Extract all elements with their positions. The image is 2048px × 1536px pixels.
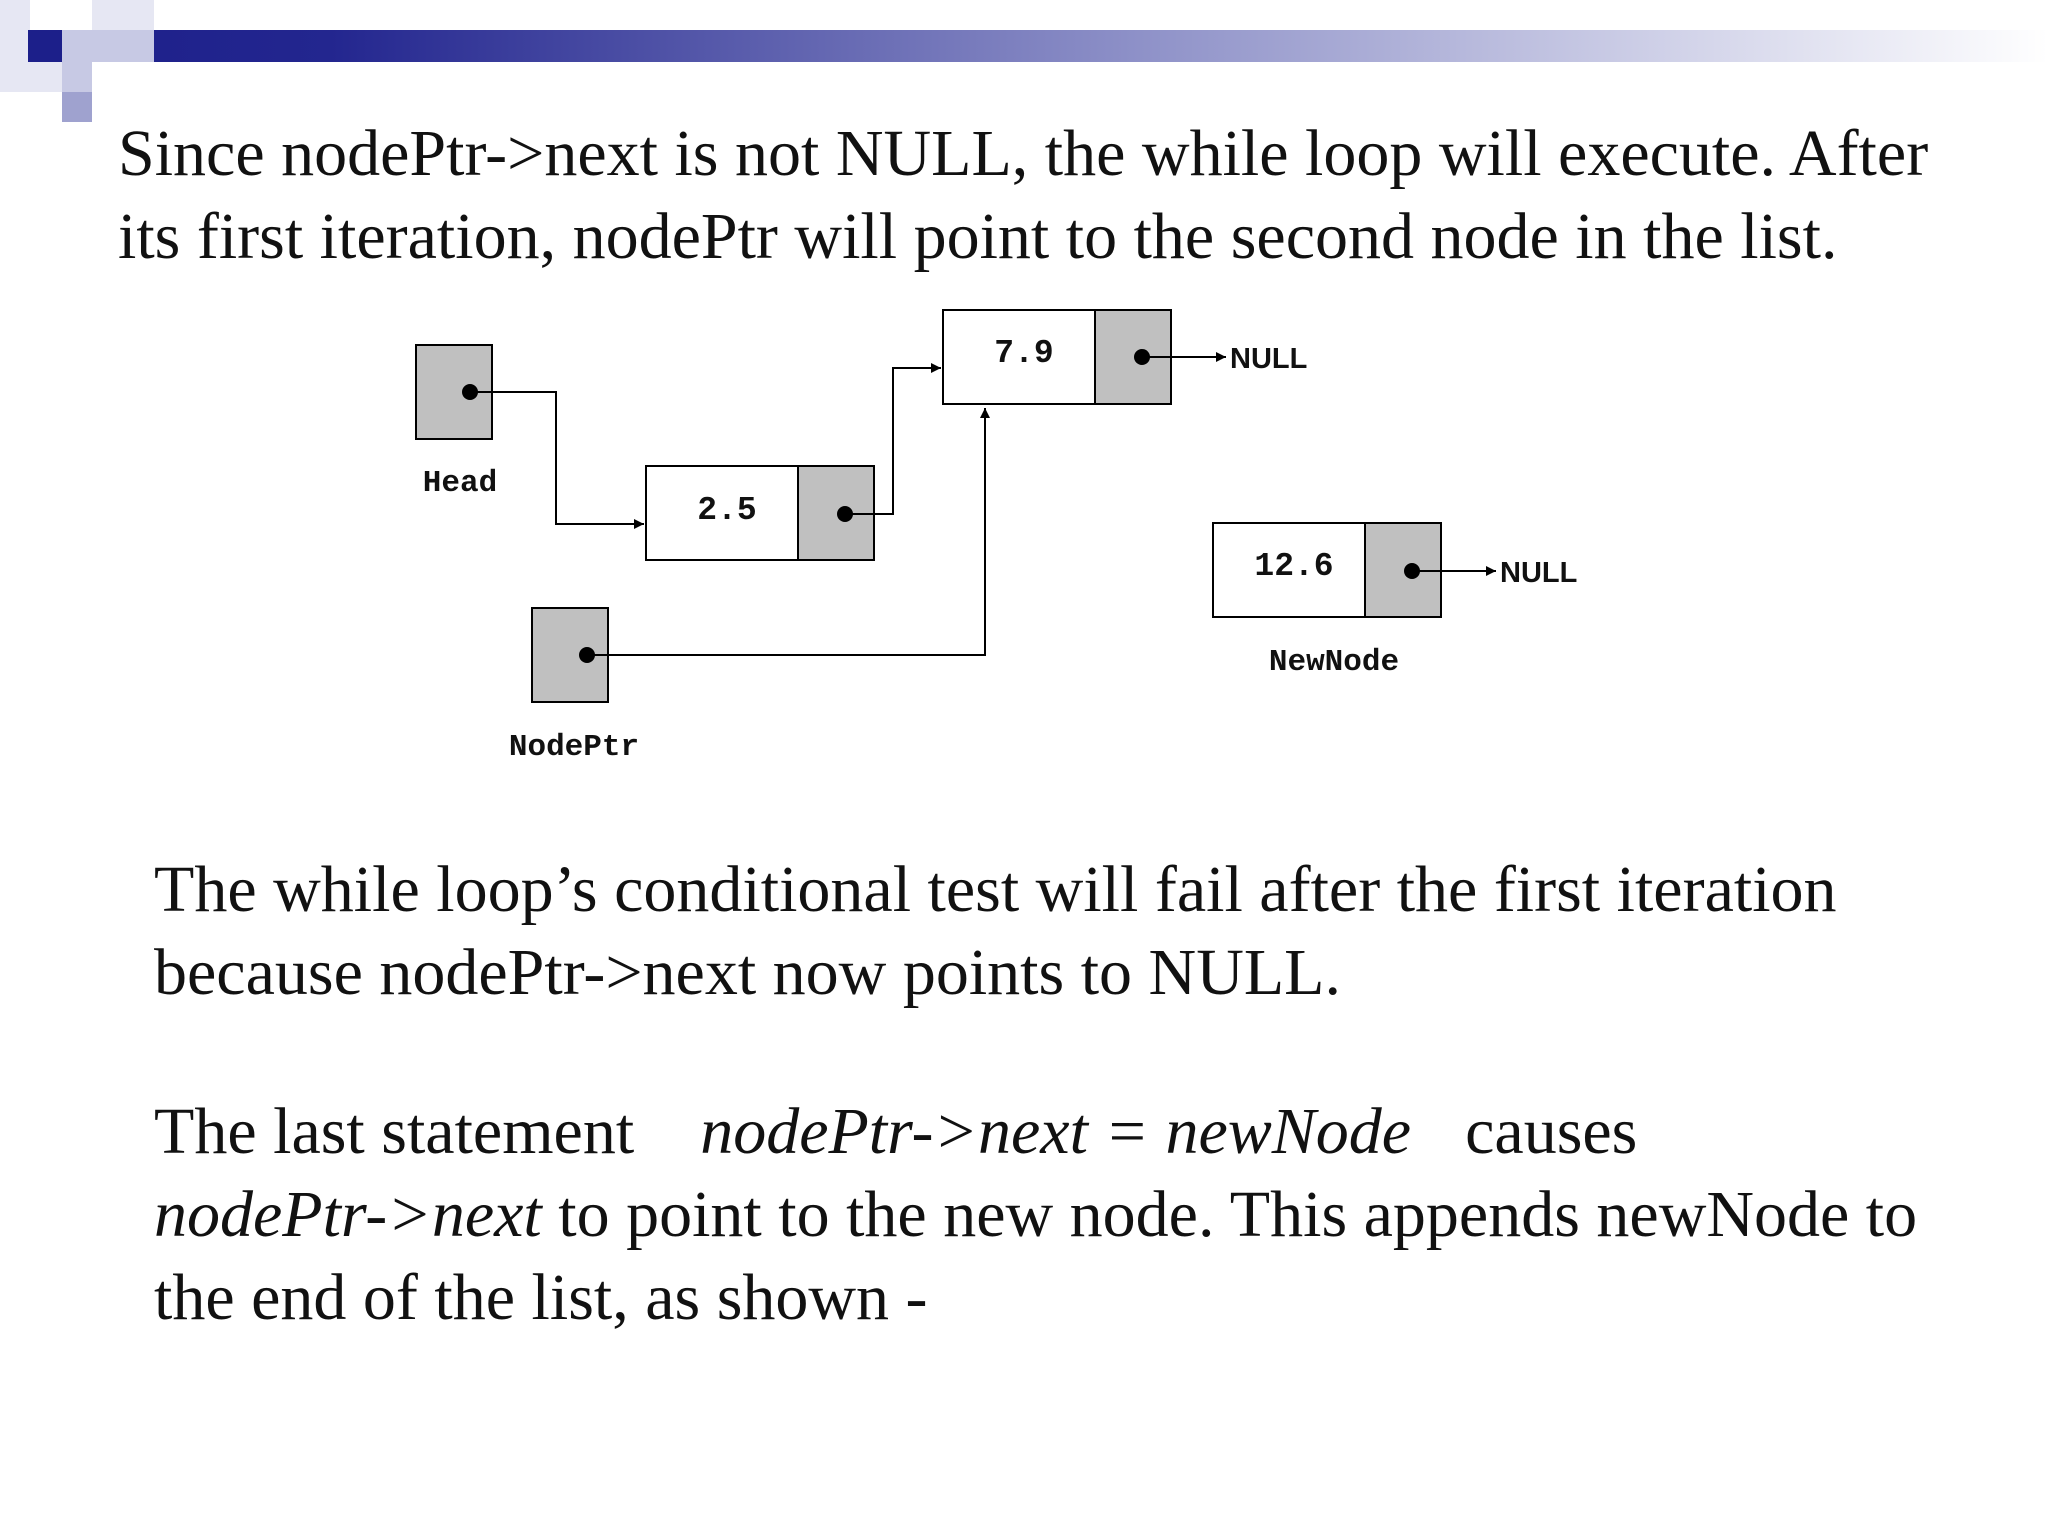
node-2-value-cell xyxy=(942,309,1096,405)
node-1-value-cell xyxy=(645,465,799,561)
new-node-value-cell xyxy=(1212,522,1366,618)
code-reference: nodePtr->next xyxy=(154,1178,542,1251)
null-label-newnode: NULL xyxy=(1500,557,1577,589)
conclusion-text-1: The last statement xyxy=(154,1095,635,1168)
newnode-label: NewNode xyxy=(1269,645,1399,680)
header-square xyxy=(0,0,30,62)
nodeptr-label: NodePtr xyxy=(509,730,639,765)
conclusion-paragraph: The last statement nodePtr->next = newNod… xyxy=(154,1090,1994,1339)
node-2-value: 7.9 xyxy=(994,335,1053,372)
head-to-node1-arrow xyxy=(470,391,644,529)
header-square xyxy=(62,30,92,62)
new-node-value: 12.6 xyxy=(1254,548,1333,585)
header-square xyxy=(92,30,154,62)
nodeptr-pointer: NodePtr xyxy=(509,607,639,765)
conclusion-text-2: causes xyxy=(1465,1095,1638,1168)
null-label-node2: NULL xyxy=(1230,343,1307,375)
slide-header-decoration xyxy=(0,0,2048,122)
head-pointer: Head xyxy=(415,344,497,501)
header-gradient-band xyxy=(28,30,2048,62)
head-label: Head xyxy=(423,466,497,501)
node1-to-node2-arrow xyxy=(845,363,941,515)
node-1-value: 2.5 xyxy=(697,492,756,529)
conclusion-text-3: to point to the new node. This appends n… xyxy=(154,1178,1918,1334)
header-square xyxy=(0,62,62,92)
header-square xyxy=(62,62,92,92)
code-statement: nodePtr->next = newNode xyxy=(700,1095,1412,1168)
new-node: 12.6 NewNode xyxy=(1212,522,1442,680)
list-node-2: 7.9 xyxy=(942,309,1172,405)
nodeptr-to-node2-arrow xyxy=(587,408,990,656)
header-square xyxy=(92,0,154,30)
explanation-paragraph: The while loop’s conditional test will f… xyxy=(154,853,1837,1009)
intro-paragraph: Since nodePtr->next is not NULL, the whi… xyxy=(118,117,1929,273)
header-square xyxy=(62,92,92,122)
node-1-pointer-cell xyxy=(797,465,875,561)
list-node-1: 2.5 xyxy=(645,465,875,561)
header-square xyxy=(28,30,62,62)
